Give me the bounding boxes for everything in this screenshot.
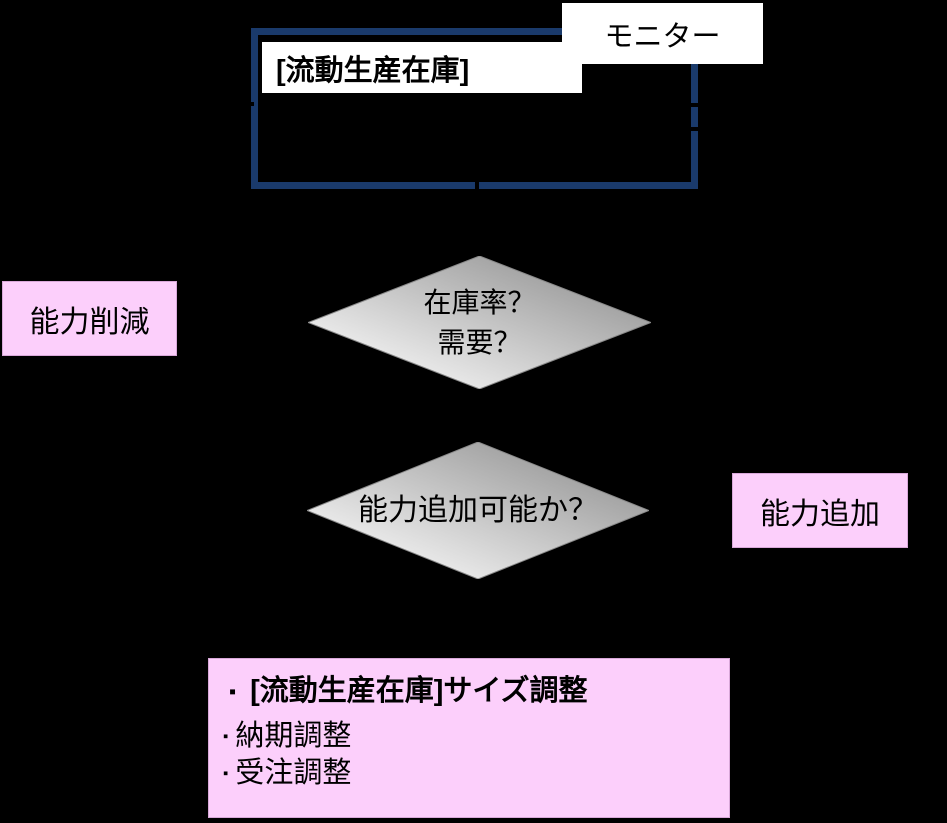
action-add-capacity-label: 能力追加 xyxy=(760,497,880,531)
decision-capacity-addable: 能力追加可能か？ xyxy=(307,442,649,579)
axis-tick-left xyxy=(244,102,254,106)
monitor-label: モニター xyxy=(604,20,721,53)
action-reduce-capacity-label: 能力削減 xyxy=(29,305,150,339)
decision-line: 能力追加可能か？ xyxy=(358,493,598,527)
chart-title-box: [流動生産在庫] xyxy=(262,42,582,93)
square-bullet-icon: ▪ xyxy=(223,765,229,782)
square-bullet-icon: ▪ xyxy=(229,680,237,703)
inventory-chart-frame xyxy=(251,28,698,189)
decision-capacity-addable-text: 能力追加可能か？ xyxy=(307,442,649,579)
adjustment-text: 受注調整 xyxy=(235,757,352,789)
adjustment-text: [流動生産在庫]サイズ調整 xyxy=(250,675,588,707)
adjustments-box: ▪ [流動生産在庫]サイズ調整 ▪ 納期調整 ▪ 受注調整 xyxy=(208,658,730,818)
decision-inventory-demand: 在庫率？ 需要？ xyxy=(308,256,651,389)
list-item: ▪ 受注調整 xyxy=(221,755,719,792)
list-item: ▪ [流動生産在庫]サイズ調整 xyxy=(221,673,719,710)
decision-line: 需要？ xyxy=(437,326,522,358)
action-reduce-capacity-box: 能力削減 xyxy=(2,281,177,356)
adjustment-text: 納期調整 xyxy=(235,720,352,752)
monitor-label-box: モニター xyxy=(562,3,763,64)
action-add-capacity-box: 能力追加 xyxy=(732,473,908,548)
axis-tick-bottom xyxy=(475,180,479,192)
decision-line: 在庫率？ xyxy=(423,286,536,318)
diamond-shape xyxy=(307,442,649,579)
list-item: ▪ 納期調整 xyxy=(221,718,719,755)
axis-tick-right-1 xyxy=(689,103,699,107)
square-bullet-icon: ▪ xyxy=(223,728,229,745)
diamond-shape xyxy=(308,256,651,389)
decision-inventory-demand-text: 在庫率？ 需要？ xyxy=(308,256,651,389)
chart-title-label: [流動生産在庫] xyxy=(276,54,470,87)
axis-tick-right-2 xyxy=(689,127,699,131)
